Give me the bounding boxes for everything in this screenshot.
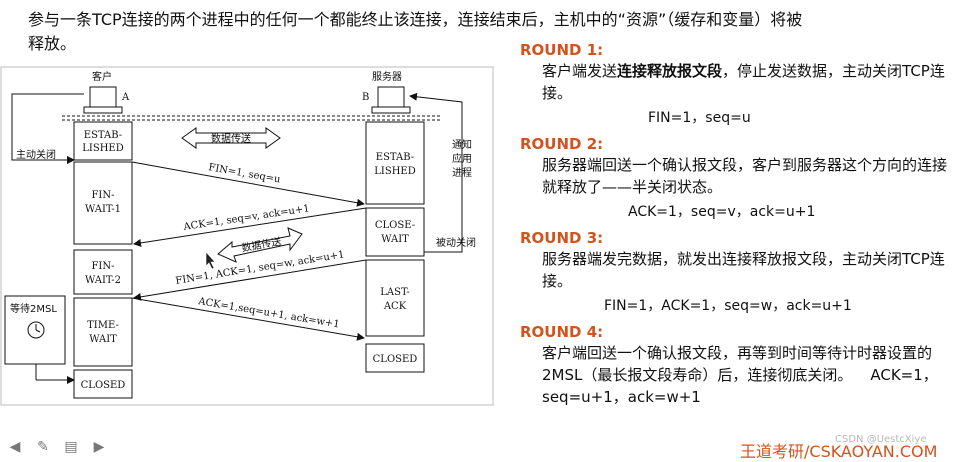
arrow-ack2 (131, 297, 365, 341)
arrow-fin2-label: FIN=1, ACK=1, seq=w, ack=u+1 (175, 249, 346, 287)
prev-arrow-icon[interactable]: ◀ (9, 439, 21, 455)
active-close-line (11, 93, 84, 164)
state-time-wait (73, 297, 133, 367)
data-transfer-top-label: 数据传送 (211, 132, 251, 145)
state-close-wait (365, 207, 425, 257)
ss-2-1: ACK (383, 301, 407, 312)
menu-icon[interactable]: ▤ (64, 439, 78, 455)
arrow-fin2 (133, 259, 367, 301)
notify-app-3: 进程 (452, 167, 472, 179)
cs-4-0: CLOSED (81, 380, 126, 391)
round-2-formula: ACK=1，seq=v，ack=u+1 (628, 204, 816, 220)
round-4-formula: ACK=1，seq=u+1，ack=w+1 (542, 366, 938, 406)
data-transfer-mid: 数据传送 (217, 227, 303, 263)
pen-icon[interactable]: ✎ (37, 439, 49, 455)
state-fin-wait-2 (73, 249, 133, 295)
cs-1-0: FIN- (91, 190, 114, 201)
rounds-panel: ROUND 1: 客户端发送连接释放报文段，停止发送数据，主动关闭TCP连接。 … (520, 40, 960, 408)
ss-0-0: ESTAB- (376, 152, 414, 163)
state-last-ack (365, 259, 425, 337)
client-letter: A (121, 92, 130, 103)
intro-line-2: 释放。 (28, 34, 77, 53)
wait-2msl-label: 等待2MSL (10, 302, 57, 315)
cs-3-0: TIME- (87, 320, 119, 331)
client-label: 客户 (92, 70, 112, 83)
state-established-client (73, 121, 133, 161)
passive-close-label: 被动关闭 (436, 236, 476, 249)
notify-app-1: 通知 (452, 138, 472, 151)
arrow-ack1-label: ACK=1, seq=v, ack=u+1 (182, 203, 310, 233)
intro-line-1: 参与一条TCP连接的两个进程中的任何一个都能终止该连接，连接结束后，主机中的“资… (28, 10, 803, 29)
round-1-body-bold: 连接释放报文段 (617, 62, 723, 80)
round-3-formula: FIN=1，ACK=1，seq=w，ack=u+1 (604, 298, 852, 314)
cs-0-1: LISHED (82, 143, 123, 154)
arrow-ack1 (133, 207, 367, 247)
server-computer-icon (371, 86, 411, 114)
round-4-title: ROUND 4: (520, 323, 604, 341)
slide-nav: ◀ ✎ ▤ ▶ (6, 438, 108, 456)
round-4-body: 客户端回送一个确认报文段，再等到时间等待计时器设置的2MSL（最长报文段寿命）后… (542, 342, 952, 408)
ss-3-0: CLOSED (373, 354, 418, 365)
server-label: 服务器 (372, 70, 402, 83)
round-2-title: ROUND 2: (520, 135, 604, 153)
round-2-body: 服务器端回送一个确认报文段，客户到服务器这个方向的连接就释放了——半关闭状态。 (542, 156, 948, 196)
client-computer-icon (83, 86, 123, 114)
active-close-label: 主动关闭 (16, 148, 56, 161)
intro-text: 参与一条TCP连接的两个进程中的任何一个都能终止该连接，连接结束后，主机中的“资… (28, 8, 948, 56)
cs-0-0: ESTAB- (84, 130, 122, 141)
cs-1-1: WAIT-1 (85, 204, 121, 215)
state-fin-wait-1 (73, 161, 133, 245)
mouse-cursor-icon (205, 251, 216, 270)
brand-footer: 王道考研/CSKAOYAN.COM (740, 442, 938, 461)
round-1-body: 客户端发送连接释放报文段，停止发送数据，主动关闭TCP连接。 (542, 60, 960, 104)
diagram-svg: 客户 A 服务器 B ESTAB- LISHED FIN- WAIT-1 FIN… (0, 66, 494, 406)
data-transfer-top: 数据传送 (181, 127, 281, 149)
notify-app-2: 应用 (452, 152, 472, 165)
state-closed-server (365, 343, 425, 373)
client-states: ESTAB- LISHED FIN- WAIT-1 FIN- WAIT-2 TI… (73, 121, 133, 399)
cs-2-1: WAIT-2 (85, 275, 121, 286)
tcp-close-diagram: 客户 A 服务器 B ESTAB- LISHED FIN- WAIT-1 FIN… (0, 66, 495, 406)
round-4-body-text: 客户端回送一个确认报文段，再等到时间等待计时器设置的2MSL（最长报文段寿命）后… (542, 344, 933, 384)
data-transfer-mid-label: 数据传送 (241, 235, 283, 255)
clock-icon (27, 321, 45, 339)
passive-close-line (409, 92, 463, 253)
ss-2-0: LAST- (380, 287, 409, 298)
round-1-title: ROUND 1: (520, 41, 604, 59)
server-states: ESTAB- LISHED CLOSE- WAIT LAST- ACK CLOS… (365, 121, 425, 373)
next-arrow-icon[interactable]: ▶ (93, 439, 105, 455)
state-established-server (365, 121, 425, 205)
ss-1-1: WAIT (381, 234, 409, 245)
server-letter: B (362, 92, 369, 103)
round-1-body-pre: 客户端发送 (542, 62, 618, 80)
csdn-watermark: CSDN @UestcXiye (835, 434, 927, 445)
round-3-body: 服务器端发完数据，就发出连接释放报文段，主动关闭TCP连接。 (542, 250, 945, 290)
ss-1-0: CLOSE- (375, 220, 415, 231)
arrow-fin1 (131, 161, 365, 207)
round-1-formula: FIN=1，seq=u (648, 110, 751, 126)
diagram-frame (0, 66, 494, 406)
cs-2-0: FIN- (91, 261, 114, 272)
round-1-body-post: ，停止发送数据，主动关闭TCP连接。 (542, 62, 945, 102)
ss-0-1: LISHED (374, 166, 415, 177)
cs-3-1: WAIT (89, 334, 117, 345)
state-closed-client (73, 369, 133, 399)
round-3-title: ROUND 3: (520, 229, 604, 247)
